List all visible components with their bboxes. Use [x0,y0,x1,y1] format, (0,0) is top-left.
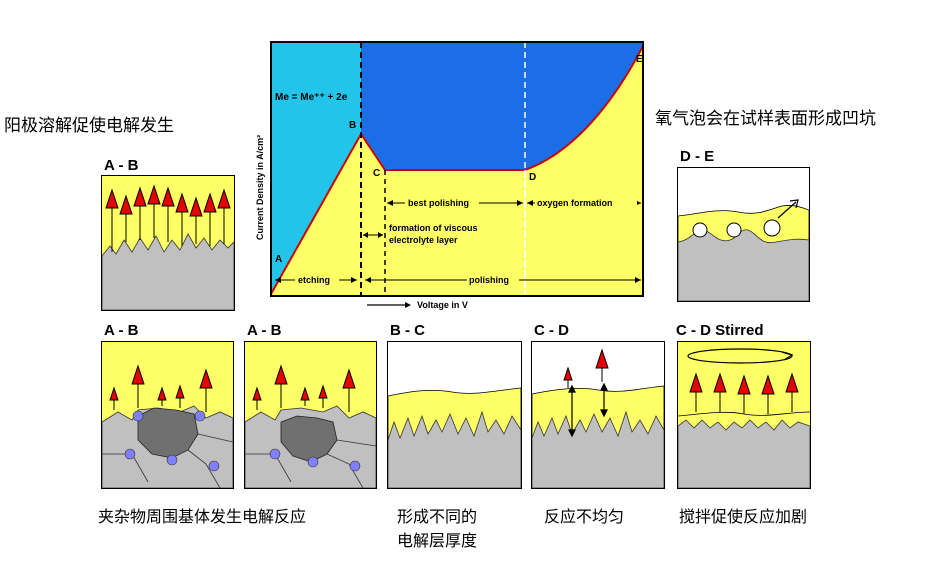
current-curve [270,45,644,295]
left-title: 阳极溶解促使电解发生 [4,116,174,136]
polishing-arrow-left [365,277,371,283]
panel-de-title: D - E [680,148,715,165]
panel-cd-stirred-title: C - D Stirred [676,322,764,339]
x-axis-label: Voltage in V [417,300,468,310]
stirring-arrow-head [781,351,794,361]
etching-label-bg [295,273,339,285]
oxygen-label-bg [535,196,637,208]
metal-surface [678,419,810,488]
viscous-label-line1: formation of viscous [389,223,478,233]
panel-cd-stirred [677,341,811,489]
panel-cd-title: C - D [534,322,569,339]
oxygen-bubble [692,222,708,238]
right-title: 氧气泡会在试样表面形成凹坑 [655,109,876,129]
oxygen-arrow-left [527,200,533,206]
bubble-arrow-head [789,199,799,209]
panel-ab-top [101,175,235,311]
plot-frame [270,41,644,297]
panel-bc-title: B - C [390,322,425,339]
point-a: A [275,254,282,265]
arrows-group [105,184,231,252]
oxygen-bubble-rising [763,219,781,237]
metal-surface [388,410,521,488]
best-polishing-label-bg [405,196,479,208]
polishing-label-bg [467,273,519,285]
panel-cd [531,341,665,489]
arrows-group [252,364,356,412]
viscous-arrow-right [378,232,383,238]
inclusion [280,415,338,463]
caption-cd: 反应不均匀 [544,507,625,526]
thickness-arrows [568,382,608,438]
panel-inclusion-2 [244,341,377,489]
oxygen-formation-label: oxygen formation [537,198,613,208]
metal-surface [532,410,664,488]
etching-arrow-right [351,277,357,283]
stirring-ellipse [687,348,793,364]
particles [124,410,220,472]
polishing-label: polishing [469,275,509,285]
y-axis-label: Current Density in A/cm² [255,135,265,240]
arrows-group [689,372,799,414]
caption-inclusion: 夹杂物周围基体发生电解反应 [98,507,307,526]
panel-b2-title: A - B [247,322,282,339]
metal-surface [678,229,809,301]
polishing-arrow-right [635,277,641,283]
point-c: C [373,168,380,179]
panel-inclusion-1 [101,341,234,489]
etching-label: etching [298,275,330,285]
caption-bc-line2: 电解层厚度 [397,531,478,550]
equation-label: Me = Me⁺⁺ + 2e [275,92,348,103]
viscous-arrow-left [363,232,368,238]
caption-stirred: 搅拌促使反应加剧 [679,507,808,526]
panel-b1-title: A - B [104,322,139,339]
oxygen-bubble [726,222,742,238]
arrows-group [109,364,213,412]
arrows-group [563,348,609,388]
point-e: E [636,54,643,65]
point-d: D [529,172,536,183]
point-b: B [349,120,356,131]
inclusion [137,407,199,459]
etching-arrow-left [275,277,281,283]
best-polishing-arrow-left [387,200,393,206]
panel-ab-top-title: A - B [104,157,139,174]
polishing-curve-chart: A B C D E Me = Me⁺⁺ + 2e Current Density… [255,41,644,310]
panel-bc [387,341,522,489]
particles [269,448,361,472]
best-polishing-arrow-right [517,200,523,206]
x-axis-arrow-head [405,302,411,308]
metal-surface [102,233,234,310]
viscous-label-line2: electrolyte layer [389,235,458,245]
panel-de [677,167,810,302]
bubble-arrow [777,201,797,219]
caption-bc-line1: 形成不同的 [397,507,478,526]
best-polishing-label: best polishing [408,198,469,208]
